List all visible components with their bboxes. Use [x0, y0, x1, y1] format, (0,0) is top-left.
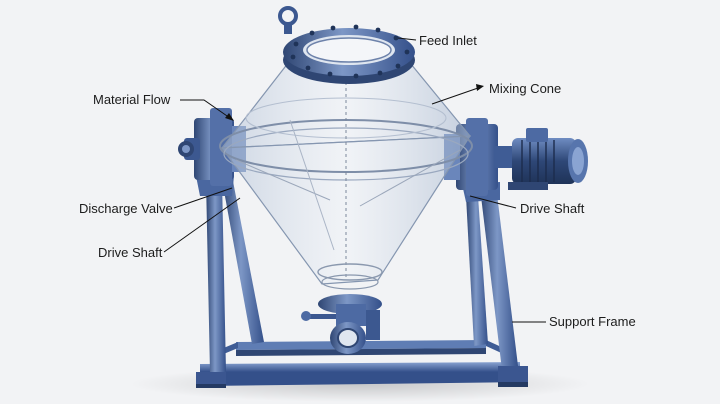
leader-drive-shaft-right — [469, 195, 517, 209]
leader-mixing-cone — [431, 87, 479, 105]
leader-lines — [163, 37, 546, 323]
leader-feed-inlet — [397, 37, 417, 41]
label-mixing-cone: Mixing Cone — [489, 81, 562, 96]
label-material-flow: Material Flow — [93, 92, 171, 107]
arrow-material-flow — [225, 113, 234, 121]
mixing-vessel — [219, 57, 473, 290]
feed-inlet-flange — [278, 6, 415, 84]
label-feed-inlet: Feed Inlet — [419, 33, 477, 48]
label-discharge-valve: Discharge Valve — [79, 201, 173, 216]
leader-material-flow — [180, 99, 231, 119]
drive-motor — [508, 128, 588, 190]
label-drive-shaft-right: Drive Shaft — [520, 201, 585, 216]
leader-discharge-valve — [173, 187, 233, 209]
discharge-valve — [301, 294, 382, 354]
label-support-frame: Support Frame — [549, 314, 636, 329]
arrow-mixing-cone — [476, 84, 484, 91]
leader-drive-shaft-left — [163, 197, 241, 253]
label-drive-shaft-left: Drive Shaft — [98, 245, 163, 260]
